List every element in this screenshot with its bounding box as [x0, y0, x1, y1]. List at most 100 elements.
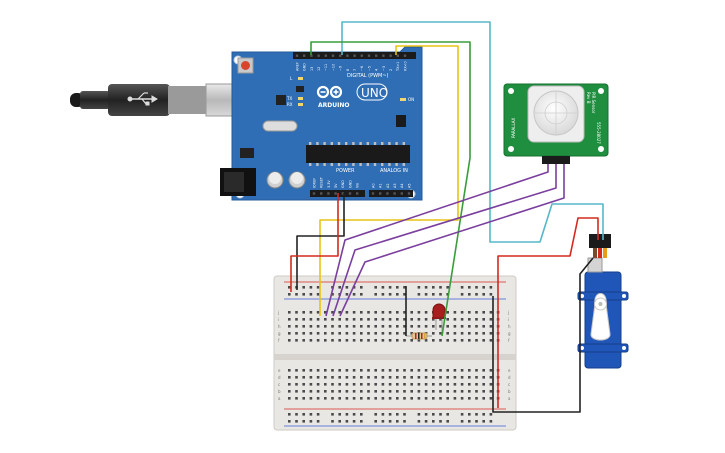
breadboard-hole[interactable] [374, 286, 377, 289]
breadboard-hole[interactable] [403, 339, 406, 342]
breadboard-hole[interactable] [396, 339, 399, 342]
breadboard-hole[interactable] [396, 397, 399, 400]
breadboard-hole[interactable] [446, 318, 449, 321]
breadboard-hole[interactable] [345, 293, 349, 296]
breadboard-hole[interactable] [309, 293, 313, 296]
breadboard-hole[interactable] [424, 311, 428, 314]
breadboard-hole[interactable] [417, 413, 421, 416]
breadboard-hole[interactable] [453, 332, 457, 335]
breadboard-hole[interactable] [381, 332, 385, 335]
breadboard-hole[interactable] [295, 413, 298, 416]
breadboard-hole[interactable] [381, 325, 385, 328]
breadboard-hole[interactable] [331, 339, 334, 342]
breadboard-hole[interactable] [338, 311, 341, 314]
breadboard-hole[interactable] [396, 376, 399, 379]
breadboard-hole[interactable] [482, 293, 485, 296]
breadboard-hole[interactable] [331, 420, 334, 423]
breadboard-hole[interactable] [302, 286, 305, 289]
breadboard-hole[interactable] [388, 325, 392, 328]
breadboard-hole[interactable] [482, 376, 485, 379]
breadboard-hole[interactable] [374, 332, 377, 335]
breadboard-hole[interactable] [396, 369, 399, 372]
breadboard-hole[interactable] [388, 332, 392, 335]
breadboard-hole[interactable] [324, 383, 327, 386]
breadboard-hole[interactable] [410, 339, 413, 342]
breadboard-hole[interactable] [302, 332, 305, 335]
breadboard-hole[interactable] [482, 311, 485, 314]
breadboard-hole[interactable] [316, 325, 320, 328]
breadboard-hole[interactable] [302, 293, 305, 296]
breadboard-hole[interactable] [475, 286, 478, 289]
header-pin[interactable] [356, 192, 359, 195]
breadboard-hole[interactable] [295, 325, 298, 328]
breadboard-hole[interactable] [460, 376, 464, 379]
header-pin[interactable] [396, 54, 399, 57]
breadboard-hole[interactable] [439, 332, 442, 335]
breadboard-hole[interactable] [345, 318, 349, 321]
breadboard-hole[interactable] [482, 390, 485, 393]
breadboard-hole[interactable] [446, 383, 449, 386]
breadboard-hole[interactable] [396, 383, 399, 386]
breadboard-hole[interactable] [424, 325, 428, 328]
breadboard-hole[interactable] [288, 293, 291, 296]
breadboard-hole[interactable] [381, 286, 385, 289]
breadboard-hole[interactable] [381, 339, 385, 342]
breadboard-hole[interactable] [403, 332, 406, 335]
breadboard-hole[interactable] [475, 339, 478, 342]
breadboard-hole[interactable] [309, 286, 313, 289]
breadboard-hole[interactable] [439, 369, 442, 372]
breadboard-hole[interactable] [424, 397, 428, 400]
header-pin[interactable] [348, 192, 352, 195]
breadboard-hole[interactable] [417, 376, 421, 379]
header-pin[interactable] [407, 192, 411, 195]
breadboard-hole[interactable] [439, 383, 442, 386]
breadboard-hole[interactable] [331, 318, 334, 321]
servo-connector[interactable] [589, 234, 611, 258]
header-pin[interactable] [360, 54, 363, 57]
breadboard-hole[interactable] [446, 376, 449, 379]
header-pin[interactable] [367, 54, 371, 57]
breadboard-hole[interactable] [324, 311, 327, 314]
header-pin[interactable] [346, 54, 349, 57]
breadboard-hole[interactable] [345, 383, 349, 386]
breadboard-hole[interactable] [403, 369, 406, 372]
breadboard-hole[interactable] [410, 311, 413, 314]
breadboard-hole[interactable] [424, 376, 428, 379]
breadboard-hole[interactable] [460, 325, 464, 328]
breadboard-hole[interactable] [367, 376, 370, 379]
breadboard-hole[interactable] [482, 318, 485, 321]
header-pin[interactable] [303, 54, 306, 57]
header-pin[interactable] [400, 192, 403, 195]
breadboard-hole[interactable] [360, 286, 363, 289]
breadboard-hole[interactable] [453, 311, 457, 314]
breadboard-hole[interactable] [367, 369, 370, 372]
breadboard-hole[interactable] [381, 311, 385, 314]
breadboard-hole[interactable] [352, 420, 356, 423]
breadboard-hole[interactable] [388, 376, 392, 379]
breadboard-hole[interactable] [468, 376, 471, 379]
breadboard-hole[interactable] [410, 369, 413, 372]
breadboard-hole[interactable] [295, 390, 298, 393]
servo-motor[interactable] [577, 234, 629, 369]
breadboard-hole[interactable] [338, 369, 341, 372]
breadboard-hole[interactable] [374, 318, 377, 321]
header-pin[interactable] [327, 192, 330, 195]
breadboard-hole[interactable] [295, 311, 298, 314]
wire-purple-pir-3[interactable] [339, 164, 565, 317]
wire-black-servo-gnd[interactable] [492, 257, 594, 413]
breadboard-hole[interactable] [288, 383, 291, 386]
breadboard-hole[interactable] [309, 420, 313, 423]
analog-header[interactable] [369, 190, 413, 197]
breadboard-hole[interactable] [432, 293, 435, 296]
breadboard-hole[interactable] [288, 390, 291, 393]
breadboard-hole[interactable] [288, 376, 291, 379]
breadboard-hole[interactable] [417, 311, 421, 314]
breadboard-hole[interactable] [475, 318, 478, 321]
breadboard-hole[interactable] [338, 413, 341, 416]
breadboard-hole[interactable] [316, 376, 320, 379]
breadboard-hole[interactable] [410, 397, 413, 400]
breadboard-hole[interactable] [302, 339, 305, 342]
breadboard-hole[interactable] [316, 339, 320, 342]
breadboard-hole[interactable] [489, 397, 493, 400]
